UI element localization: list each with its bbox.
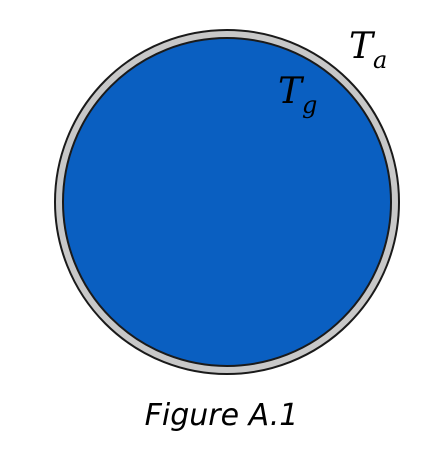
figure-caption: Figure A.1 <box>144 398 299 433</box>
outer-temperature-subscript: a <box>373 46 387 74</box>
inner-core-circle <box>62 37 392 367</box>
outer-temperature-symbol: T <box>349 26 376 67</box>
outer-temperature-label: Ta <box>349 26 387 74</box>
inner-temperature-label: Tg <box>278 71 317 119</box>
inner-temperature-subscript: g <box>302 91 317 119</box>
inner-temperature-symbol: T <box>278 71 305 112</box>
